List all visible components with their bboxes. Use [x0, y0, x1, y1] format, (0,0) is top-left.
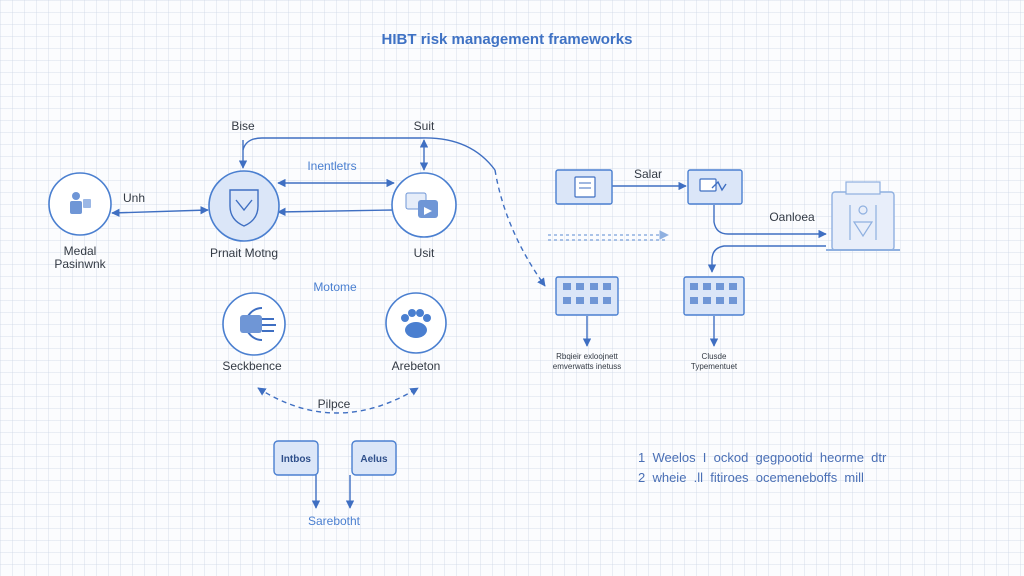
right-connectors: [582, 181, 827, 347]
edge-label-sarebothit: Sarebotht: [308, 514, 361, 528]
document-icon: [574, 176, 596, 198]
sequence-node[interactable]: [222, 292, 286, 356]
building-icon: [826, 181, 900, 251]
top-right-card[interactable]: [687, 169, 743, 205]
box-left-label: Intbos: [281, 454, 311, 465]
arebeton-label: Arebeton: [392, 359, 441, 373]
box-right-label: Aelus: [360, 454, 388, 465]
dashed-flow-arrow: [548, 230, 669, 241]
panel-left-caption-line1: Rbqieir exloojnett: [556, 352, 619, 361]
sequence-label: Seckbence: [222, 359, 282, 373]
panel-right[interactable]: [683, 276, 745, 316]
modal-framework-label-line1: Medal: [64, 244, 97, 258]
panel-left-caption-line2: emverwatts inetuss: [553, 362, 621, 371]
edge-label-pilpce: Pilpce: [318, 397, 351, 411]
edge-label-oanoloa: Oanloea: [769, 210, 815, 224]
edge-label-motome: Motome: [313, 280, 357, 294]
note-2: 2 wheie .ll fitiroes ocemeneboffs mill: [638, 470, 864, 485]
chart-icon: [699, 178, 727, 192]
product-model-node[interactable]: [208, 170, 280, 242]
panel-right-caption-line2: Typementuet: [691, 362, 738, 371]
modal-framework-node[interactable]: [48, 172, 112, 236]
unit-label: Usit: [414, 246, 435, 260]
panel-left[interactable]: [555, 276, 619, 316]
edge-label-salar: Salar: [634, 167, 662, 181]
box-right[interactable]: Aelus: [351, 440, 397, 476]
building-node[interactable]: [826, 181, 900, 251]
shield-icon: [229, 189, 259, 227]
top-left-card[interactable]: [555, 169, 613, 205]
grid-icon: [690, 283, 737, 304]
edge-label-bise: Bise: [231, 119, 255, 133]
grid-icon: [563, 283, 611, 304]
panel-right-caption-line1: Clusde: [702, 352, 727, 361]
product-model-label: Prnait Motng: [210, 246, 278, 260]
note-1: 1 Weelos I ockod gegpootid heorme dtr: [638, 450, 887, 465]
folder-icon: [405, 192, 438, 218]
paw-icon: [401, 309, 431, 338]
edge-label-interdiets: Inentletrs: [307, 159, 356, 173]
diagram-title: HIBT risk management frameworks: [382, 31, 633, 48]
box-left[interactable]: Intbos: [273, 440, 319, 476]
connectors: [111, 137, 546, 509]
plug-icon: [240, 307, 276, 341]
arebeton-node[interactable]: [385, 292, 447, 354]
edge-label-unh: Unh: [123, 191, 145, 205]
edge-label-suit: Suit: [414, 119, 435, 133]
modal-framework-label-line2: Pasinwnk: [54, 257, 106, 271]
unit-node[interactable]: [391, 172, 457, 238]
person-icon: [70, 192, 91, 214]
